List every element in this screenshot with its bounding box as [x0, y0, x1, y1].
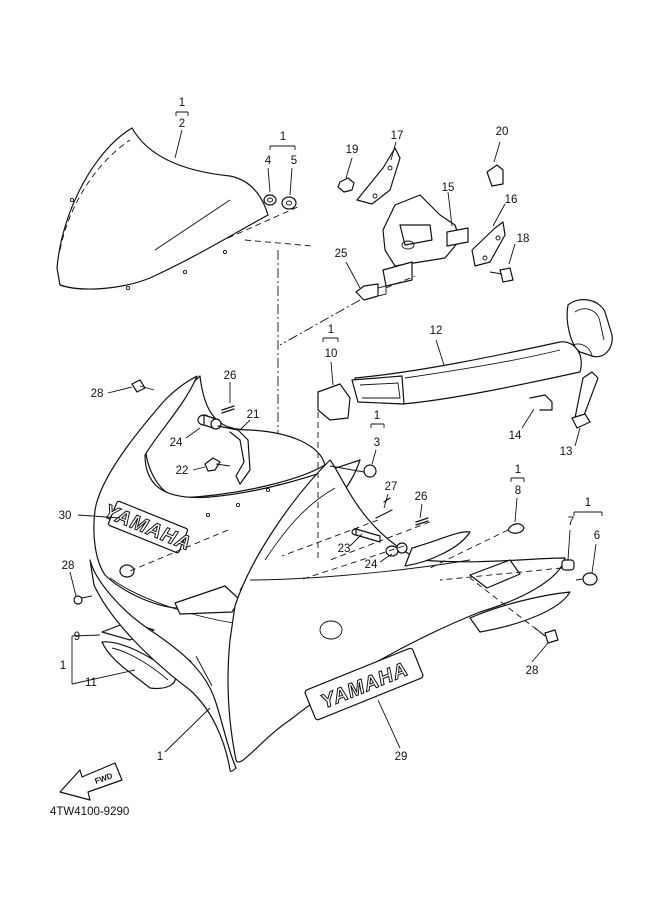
callout-1: 1 — [60, 660, 66, 672]
nut-19 — [337, 177, 355, 193]
bolt-18 — [489, 267, 514, 283]
duct-seal-part — [566, 299, 613, 358]
callout-18: 18 — [517, 233, 530, 245]
callout-8: 8 — [515, 485, 521, 497]
callout-2: 2 — [179, 118, 185, 130]
callout-28: 28 — [62, 560, 75, 572]
callout-10: 10 — [325, 348, 338, 360]
callout-1: 1 — [179, 97, 185, 109]
callout-1: 1 — [157, 751, 163, 763]
callout-5: 5 — [291, 155, 297, 167]
rod-27 — [375, 497, 393, 519]
callout-22: 22 — [176, 465, 189, 477]
panel-11 — [101, 641, 176, 690]
stay-bracket-part — [356, 147, 506, 287]
bolt-28a — [131, 379, 155, 393]
callout-20: 20 — [496, 126, 509, 138]
callout-15: 15 — [442, 182, 455, 194]
callout-23: 23 — [338, 543, 351, 555]
callout-1: 1 — [280, 131, 286, 143]
windscreen-part — [56, 127, 269, 291]
callout-16: 16 — [505, 194, 518, 206]
callout-19: 19 — [346, 144, 359, 156]
collar-23 — [351, 528, 381, 543]
callout-26: 26 — [415, 491, 428, 503]
callout-6: 6 — [594, 530, 600, 542]
callout-25: 25 — [335, 248, 348, 260]
grommet-24a — [197, 414, 222, 430]
diagram-code: 4TW4100-9290 — [50, 806, 130, 818]
bolt-22 — [204, 457, 231, 472]
air-duct-part — [351, 341, 582, 405]
clip-14 — [529, 394, 553, 411]
bolt-28c — [534, 627, 559, 644]
callout-12: 12 — [430, 325, 443, 337]
washer-5 — [281, 196, 297, 210]
pin-26b — [415, 517, 429, 526]
bolt-25 — [355, 283, 387, 301]
grommet-cowl — [119, 564, 135, 578]
collar-8 — [507, 523, 525, 534]
washer-4 — [263, 194, 277, 206]
callout-3: 3 — [374, 437, 380, 449]
callout-1: 1 — [374, 410, 380, 422]
callout-1: 1 — [515, 464, 521, 476]
side-cowling-part — [89, 459, 571, 772]
callout-21: 21 — [247, 409, 260, 421]
callout-24: 24 — [170, 437, 183, 449]
bolt-28b — [73, 595, 83, 605]
callout-14: 14 — [509, 430, 522, 442]
fwd-arrow-icon: FWD — [59, 762, 123, 801]
callout-4: 4 — [265, 155, 272, 167]
callout-30: 30 — [59, 510, 72, 522]
callout-28: 28 — [526, 665, 539, 677]
strap-13 — [571, 371, 599, 429]
grommet-24b — [385, 542, 408, 557]
screw-6 — [575, 572, 598, 586]
callout-17: 17 — [391, 130, 404, 142]
callout-27: 27 — [385, 481, 398, 493]
callout-29: 29 — [395, 751, 408, 763]
grommet-7 — [561, 559, 575, 571]
callout-9: 9 — [74, 631, 80, 643]
callout-7: 7 — [568, 516, 574, 528]
stay-21 — [217, 425, 251, 485]
callout-11: 11 — [85, 677, 97, 689]
callout-28: 28 — [91, 388, 104, 400]
clip-20 — [486, 164, 504, 187]
callout-26: 26 — [224, 370, 237, 382]
bolt-3 — [329, 464, 377, 478]
callout-1: 1 — [585, 497, 591, 509]
callout-13: 13 — [560, 446, 573, 458]
pin-26a — [221, 405, 235, 414]
callout-24: 24 — [365, 559, 378, 571]
callout-1: 1 — [328, 324, 334, 336]
bracket-10 — [317, 383, 351, 421]
